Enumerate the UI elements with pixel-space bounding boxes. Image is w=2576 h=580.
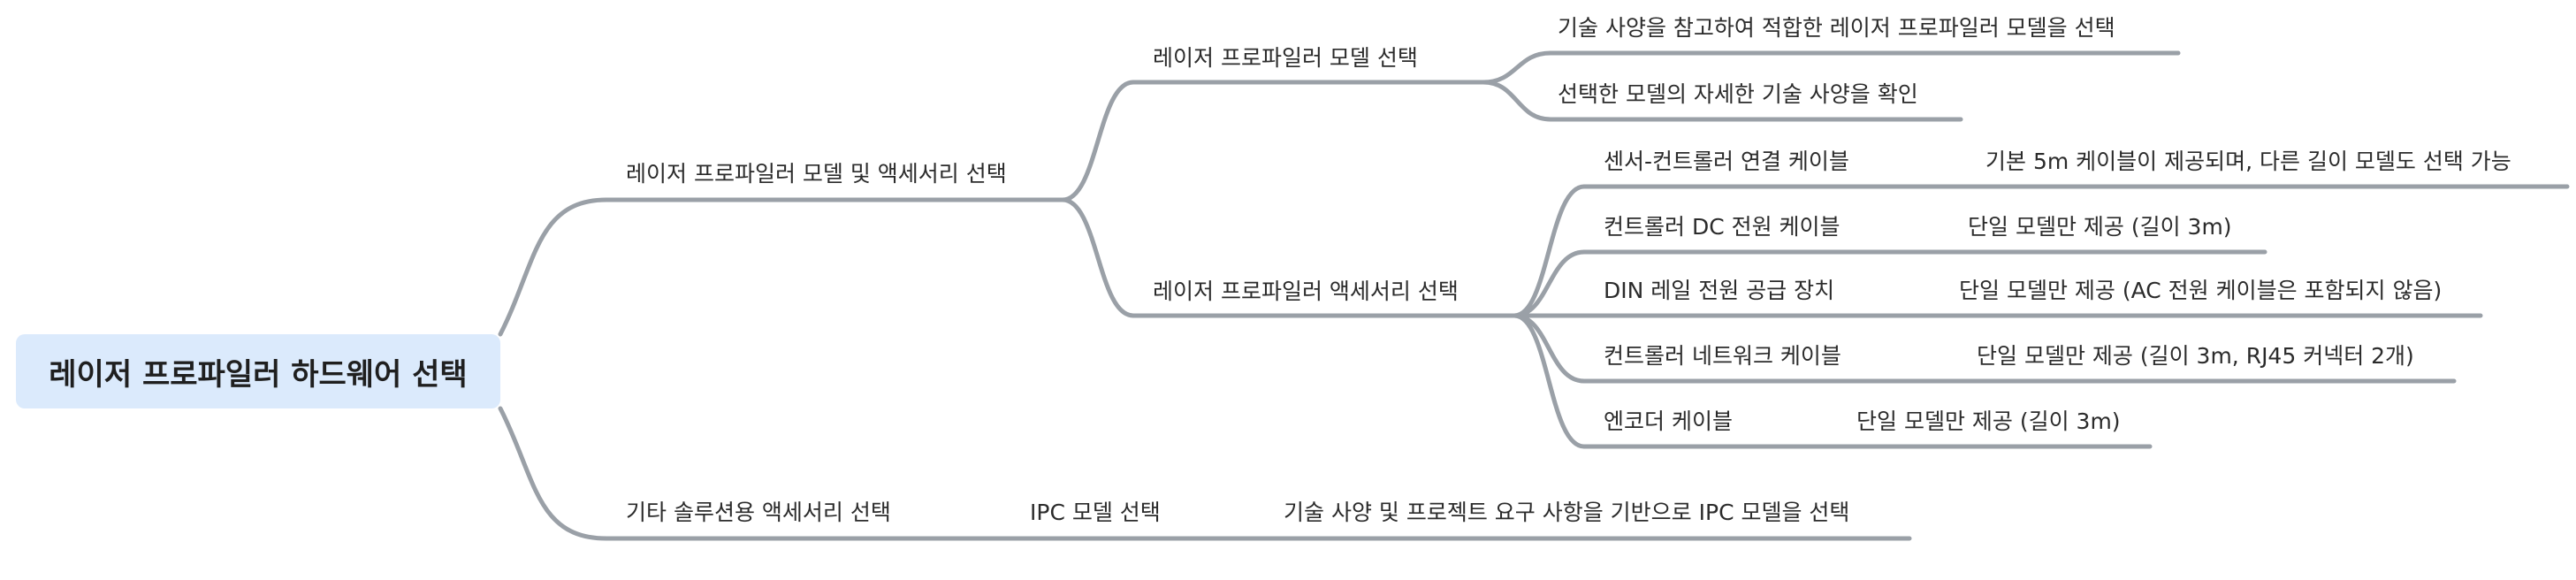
connector-branch1-to-model-select xyxy=(1060,80,1136,202)
branch1-label: 레이저 프로파일러 모델 및 액세서리 선택 xyxy=(626,161,1007,187)
accessory-item-5-detail: 단일 모델만 제공 (길이 3m) xyxy=(1856,408,2121,434)
accessory-item-4-detail: 단일 모델만 제공 (길이 3m, RJ45 커넥터 2개) xyxy=(1977,343,2414,369)
accessory-item-3-name: DIN 레일 전원 공급 장치 xyxy=(1604,278,1835,303)
accessory-item-5-name: 엔코더 케이블 xyxy=(1604,408,1733,434)
model-spec-item-2: 선택한 모델의 자세한 기술 사양을 확인 xyxy=(1558,81,1918,107)
connector-branch1-to-accessory-select xyxy=(1060,197,1136,318)
ipc-select-detail: 기술 사양 및 프로젝트 요구 사항을 기반으로 IPC 모델을 선택 xyxy=(1284,500,1850,525)
connector-model-to-spec1 xyxy=(1481,50,1553,85)
accessory-item-4-name: 컨트롤러 네트워크 케이블 xyxy=(1604,343,1841,369)
ipc-select-label: IPC 모델 선택 xyxy=(1030,500,1161,525)
connector-accessory-to-item2 xyxy=(1512,249,1587,318)
connector-accessory-to-item5 xyxy=(1512,313,1587,449)
accessory-item-2-detail: 단일 모델만 제공 (길이 3m) xyxy=(1968,214,2232,240)
connector-accessory-to-item4 xyxy=(1512,313,1587,384)
connector-root-to-branch2 xyxy=(498,406,609,541)
accessory-select-label: 레이저 프로파일러 액세서리 선택 xyxy=(1153,279,1459,304)
root-node: 레이저 프로파일러 하드웨어 선택 xyxy=(16,334,500,408)
connector-root-to-branch1 xyxy=(498,197,609,337)
accessory-item-2-name: 컨트롤러 DC 전원 케이블 xyxy=(1604,214,1841,240)
model-spec-item-1: 기술 사양을 참고하여 적합한 레이저 프로파일러 모델을 선택 xyxy=(1558,15,2115,41)
accessory-item-1-detail: 기본 5m 케이블이 제공되며, 다른 길이 모델도 선택 가능 xyxy=(1985,149,2511,174)
connector-accessory-to-item1 xyxy=(1512,184,1587,318)
accessory-item-3-detail: 단일 모델만 제공 (AC 전원 케이블은 포함되지 않음) xyxy=(1959,278,2443,303)
model-select-label: 레이저 프로파일러 모델 선택 xyxy=(1153,45,1418,71)
root-node-label: 레이저 프로파일러 하드웨어 선택 xyxy=(49,356,468,393)
connector-model-to-spec2 xyxy=(1481,80,1553,122)
accessory-item-1-name: 센서-컨트롤러 연결 케이블 xyxy=(1604,149,1849,174)
branch2-label: 기타 솔루션용 액세서리 선택 xyxy=(626,500,891,525)
